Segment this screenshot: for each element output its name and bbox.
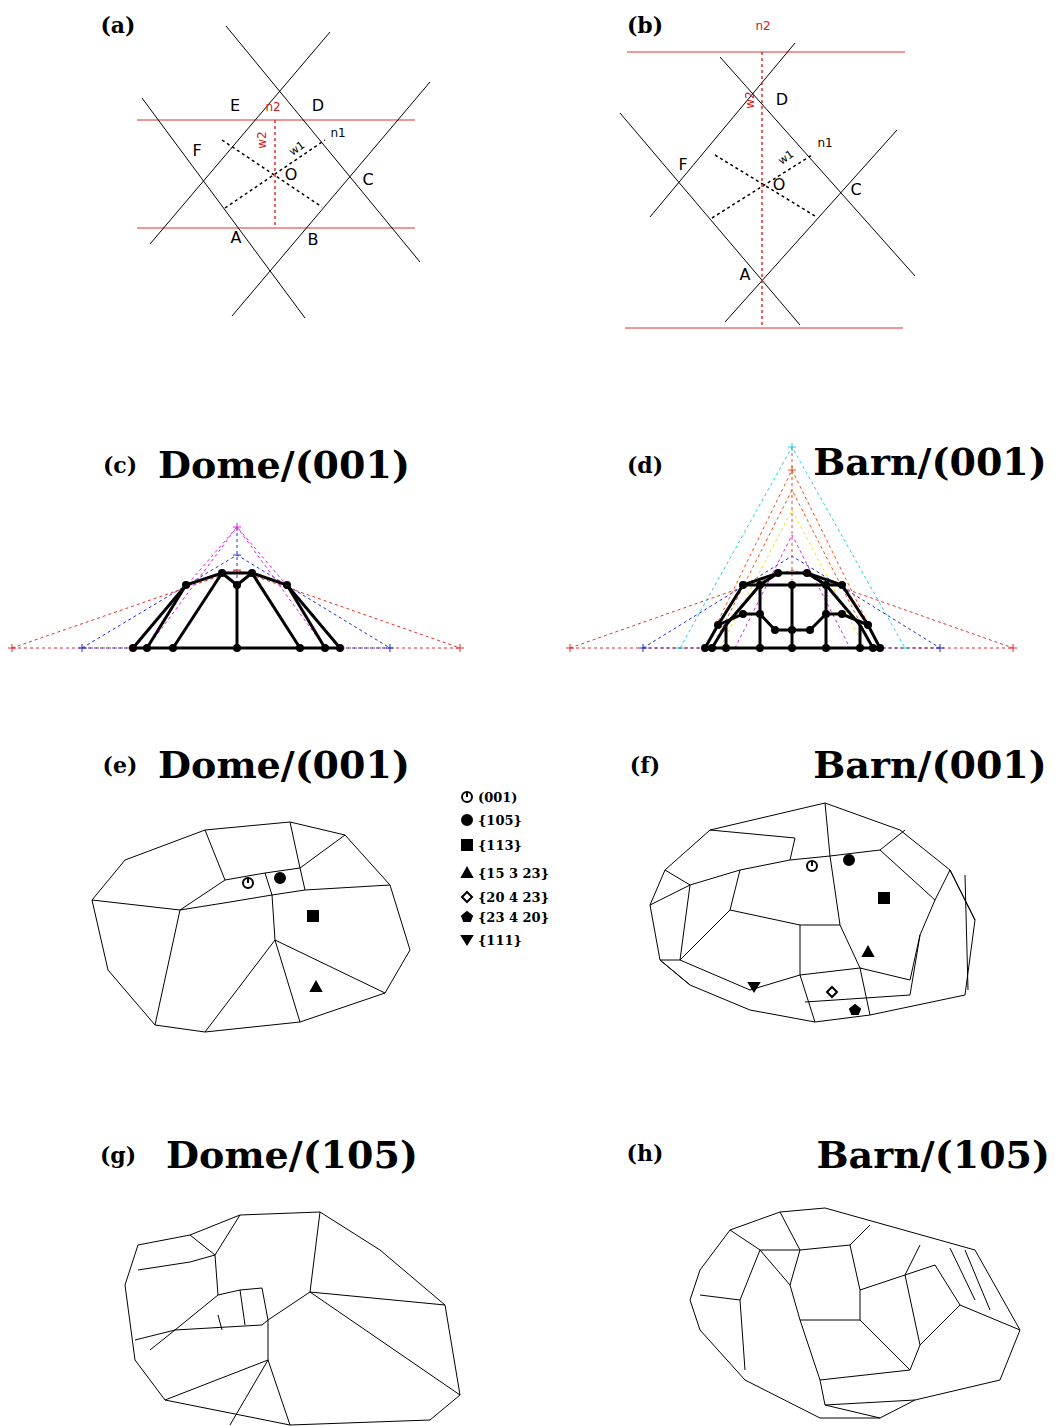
point-label: n1 bbox=[330, 127, 345, 139]
point-label: A bbox=[231, 230, 242, 246]
legend-label: {15 3 23} bbox=[478, 867, 549, 880]
panel-title: (f) bbox=[630, 754, 660, 776]
panel-title: Dome/(001) bbox=[158, 446, 410, 484]
panel-title: Dome/(105) bbox=[166, 1136, 418, 1174]
point-label: n2 bbox=[755, 20, 770, 32]
legend-label: {111} bbox=[478, 934, 522, 947]
point-label: O bbox=[773, 177, 786, 193]
panel-title: Barn/(105) bbox=[816, 1136, 1050, 1174]
panel-title: (e) bbox=[103, 754, 138, 776]
panel-title: (c) bbox=[103, 454, 137, 476]
point-label: w1 bbox=[287, 139, 306, 157]
panel-c-profile bbox=[8, 523, 464, 652]
point-label: O bbox=[285, 167, 298, 183]
point-label: F bbox=[678, 157, 687, 173]
point-label: w2 bbox=[744, 91, 756, 108]
point-label: C bbox=[362, 172, 373, 188]
point-label: C bbox=[850, 182, 861, 198]
panel-title: (b) bbox=[627, 14, 663, 36]
point-label: F bbox=[192, 143, 201, 159]
point-label: w2 bbox=[256, 131, 268, 148]
panel-title: (d) bbox=[627, 454, 663, 476]
legend-label: {113} bbox=[478, 839, 522, 852]
legend-label: {23 4 20} bbox=[478, 911, 549, 924]
point-label: D bbox=[312, 98, 324, 114]
panel-title: (g) bbox=[100, 1144, 136, 1166]
panel-title: (h) bbox=[627, 1142, 664, 1164]
legend-symbols bbox=[462, 792, 472, 944]
legend-label: {20 4 23} bbox=[478, 891, 549, 904]
panel-b-geometry bbox=[620, 43, 915, 328]
panel-title: Barn/(001) bbox=[813, 443, 1047, 481]
panel-title: (a) bbox=[100, 14, 135, 36]
point-label: n2 bbox=[265, 101, 280, 113]
point-label: n1 bbox=[817, 137, 832, 149]
panel-f-shape bbox=[650, 803, 975, 1022]
point-label: w1 bbox=[776, 148, 795, 166]
legend-label: (001) bbox=[478, 791, 517, 804]
point-label: B bbox=[308, 232, 319, 248]
point-label: D bbox=[776, 92, 788, 108]
panel-a-geometry bbox=[137, 26, 430, 318]
point-label: E bbox=[230, 98, 240, 114]
panel-e-shape bbox=[92, 822, 410, 1032]
panel-h-shape bbox=[690, 1208, 1020, 1418]
facet-markers bbox=[243, 855, 889, 1014]
point-label: A bbox=[740, 267, 751, 283]
legend-label: {105} bbox=[478, 814, 522, 827]
panel-title: Dome/(001) bbox=[158, 746, 410, 784]
panel-title: Barn/(001) bbox=[813, 746, 1047, 784]
panel-g-shape bbox=[125, 1212, 460, 1425]
